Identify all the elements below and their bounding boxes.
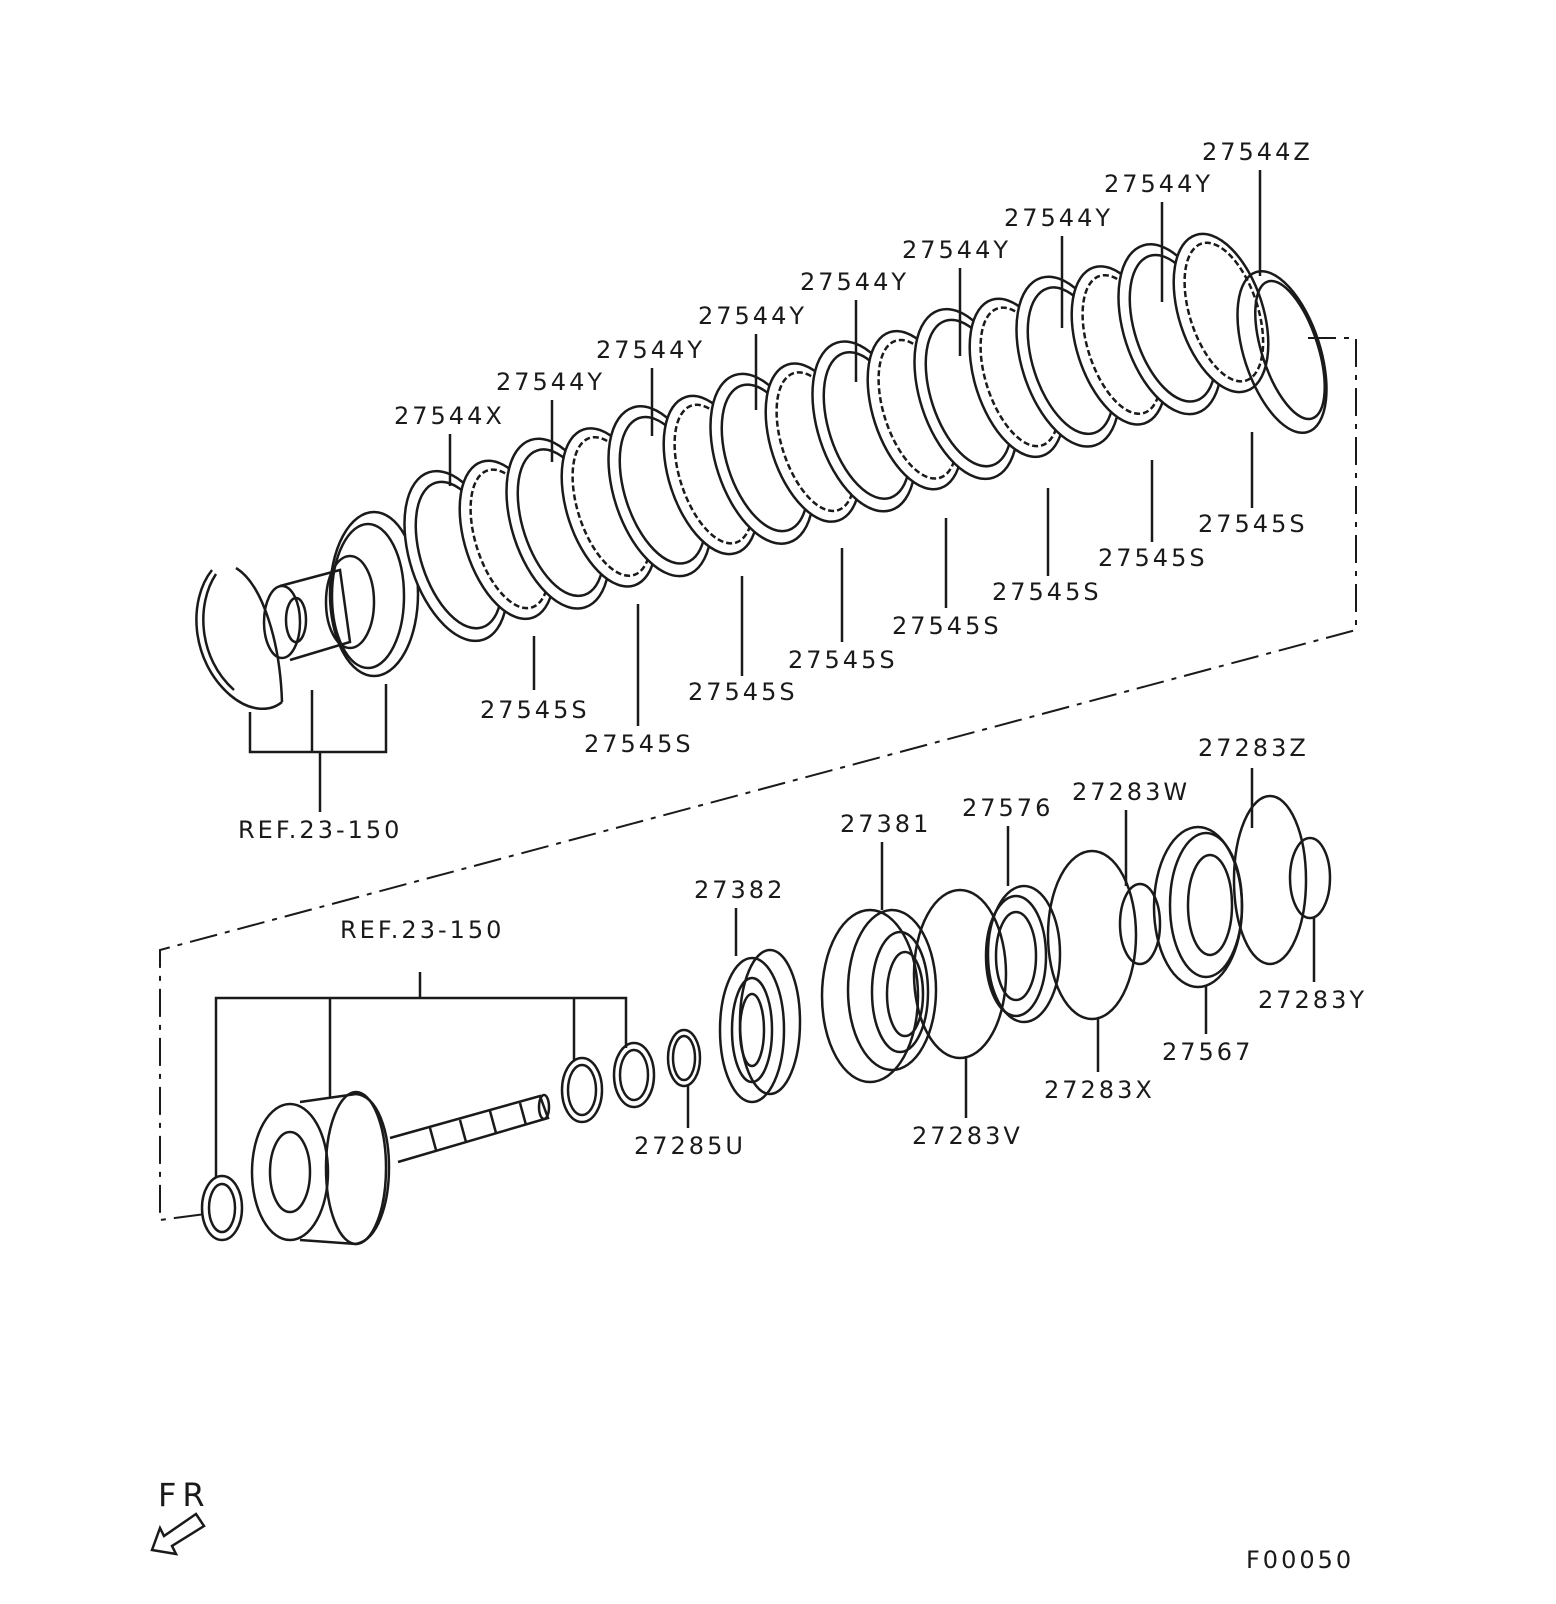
label-27545s-2: 27545S bbox=[584, 730, 694, 758]
label-27544y-2: 27544Y bbox=[596, 336, 705, 364]
one-way-clutch bbox=[718, 948, 802, 1104]
label-27381: 27381 bbox=[840, 810, 931, 838]
seal-ring-z bbox=[1232, 794, 1308, 966]
label-27545s-5: 27545S bbox=[892, 612, 1002, 640]
piston bbox=[1152, 825, 1244, 989]
clutch-plate-stack bbox=[403, 232, 1270, 643]
label-27382: 27382 bbox=[694, 876, 785, 904]
seal-ring-y bbox=[1288, 836, 1332, 920]
label-27544y-4: 27544Y bbox=[800, 268, 909, 296]
label-27545s-3: 27545S bbox=[688, 678, 798, 706]
label-27544y-1: 27544Y bbox=[496, 368, 605, 396]
seal-ring-x bbox=[1046, 849, 1138, 1021]
label-27283z: 27283Z bbox=[1198, 734, 1309, 762]
label-27545s-6: 27545S bbox=[992, 578, 1102, 606]
label-ref-lower: REF.23-150 bbox=[340, 916, 504, 944]
label-ref-upper: REF.23-150 bbox=[238, 816, 402, 844]
label-27283x: 27283X bbox=[1044, 1076, 1155, 1104]
upper-ref-bracket bbox=[248, 684, 388, 812]
diagram-code: F00050 bbox=[1246, 1546, 1354, 1574]
friction-plate bbox=[1172, 232, 1270, 394]
front-arrow-icon bbox=[150, 1512, 206, 1556]
piston-seal bbox=[984, 884, 1062, 1024]
label-27544y-6: 27544Y bbox=[1004, 204, 1113, 232]
label-27567: 27567 bbox=[1162, 1038, 1253, 1066]
label-27285u: 27285U bbox=[634, 1132, 746, 1160]
lower-leader-lines bbox=[686, 768, 1316, 1128]
thrust-washers bbox=[560, 1028, 702, 1124]
upper-leader-lines bbox=[448, 170, 1262, 726]
label-27544x: 27544X bbox=[394, 402, 505, 430]
label-27544y-5: 27544Y bbox=[902, 236, 1011, 264]
seal-ring-w bbox=[1118, 882, 1162, 966]
clutch-hub-assembly bbox=[195, 510, 420, 710]
label-27283y: 27283Y bbox=[1258, 986, 1367, 1014]
planetary-carrier-shaft bbox=[200, 1090, 551, 1246]
retainer-plate bbox=[1236, 270, 1328, 434]
label-27544y-7: 27544Y bbox=[1104, 170, 1213, 198]
label-27545s-7: 27545S bbox=[1098, 544, 1208, 572]
assembly-boundary-line bbox=[159, 337, 1357, 1222]
lower-ref-bracket bbox=[214, 972, 628, 1178]
snap-ring-v bbox=[912, 888, 1008, 1060]
label-27544z: 27544Z bbox=[1202, 138, 1313, 166]
bearing-race bbox=[820, 908, 938, 1084]
front-direction-indicator: FR bbox=[150, 1476, 211, 1556]
label-27283w: 27283W bbox=[1072, 778, 1190, 806]
label-27283v: 27283V bbox=[912, 1122, 1023, 1150]
label-27545s-8: 27545S bbox=[1198, 510, 1308, 538]
label-27544y-3: 27544Y bbox=[698, 302, 807, 330]
label-27576: 27576 bbox=[962, 794, 1053, 822]
part-labels: 27544X 27544Y 27544Y 27544Y 27544Y 27544… bbox=[238, 138, 1367, 1160]
label-27545s-4: 27545S bbox=[788, 646, 898, 674]
direction-label: FR bbox=[158, 1476, 211, 1514]
label-27545s-1: 27545S bbox=[480, 696, 590, 724]
